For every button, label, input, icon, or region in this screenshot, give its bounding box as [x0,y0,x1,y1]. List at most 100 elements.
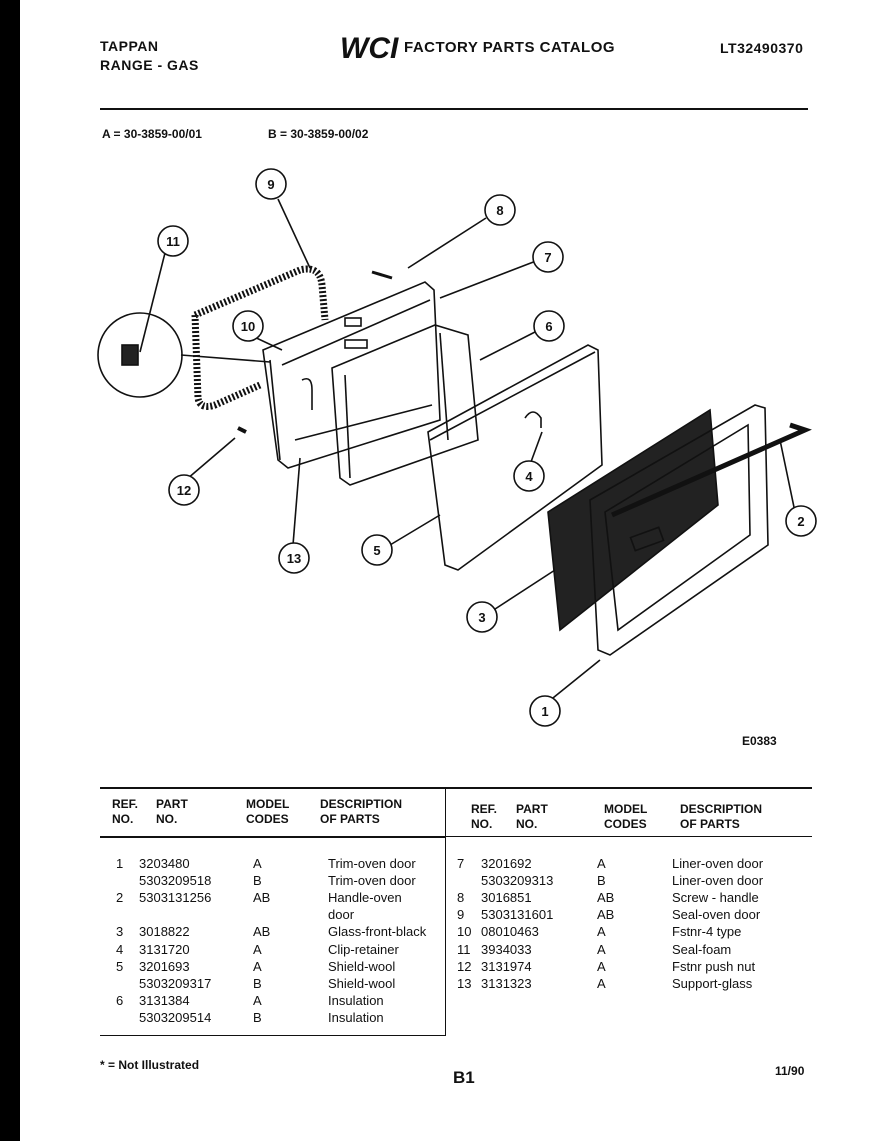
callout-11 [157,225,189,257]
callout-12-label: 12 [177,483,191,498]
wci-logo: WCI [338,30,402,65]
model-code-cell: A [253,941,262,957]
callout-12 [168,474,200,506]
callout-11-label: 11 [166,234,180,249]
header-ref: REF.NO. [112,797,139,826]
description-cell: Seal-foam [672,941,732,957]
ref-cell: 2 [116,890,124,906]
model-code-cell: A [253,992,262,1008]
description-cell: Fstnr-4 type [672,924,742,940]
model-code-cell: A [597,924,606,940]
description-cell: Screw - handle [672,890,759,906]
description-cell: Liner-oven door [672,873,764,889]
ref-cell: 5 [116,958,124,974]
ref-cell: 13 [457,975,472,991]
model-code-cell: B [597,873,606,889]
table-head-rule-right [445,836,812,837]
description-cell: Fstnr push nut [672,958,756,974]
callout-9-label: 9 [267,177,274,192]
part-number-cell: 5303209313 [481,873,554,889]
description-cell: Handle-oven [328,890,402,906]
description-cell: Clip-retainer [328,941,399,957]
model-code-cell: A [597,975,606,991]
callout-4-label: 4 [525,469,533,484]
description-cell: Trim-oven door [328,873,416,889]
diagram-code: E0383 [742,734,777,748]
part-number-cell: 5303209317 [139,975,212,991]
part-number-cell: 5303209514 [139,1009,212,1025]
description-cell: Insulation [328,1009,384,1025]
part-number-cell: 3201692 [481,856,532,871]
callout-4 [513,460,545,492]
part-number-cell: 3016851 [481,890,532,906]
callout-3-label: 3 [478,610,485,625]
ref-cell: 1 [116,856,124,871]
exploded-diagram: 1 2 3 4 5 6 7 8 9 10 11 12 13 [97,168,817,727]
model-code-cell: AB [597,890,615,906]
part-number-cell: 3131323 [481,975,532,991]
model-code-cell: AB [253,890,271,906]
callout-3 [466,601,498,633]
ref-cell: 4 [116,941,124,957]
model-code-cell: A [597,941,606,957]
ref-cell: 10 [457,924,472,940]
revision-date: 11/90 [775,1064,805,1078]
part-number-cell: 3131974 [481,958,532,974]
callout-1-label: 1 [541,704,548,719]
table-bottom-rule [100,1035,445,1036]
callout-2-label: 2 [797,514,804,529]
description-cell: door [328,907,355,923]
brand-name: TAPPAN [100,38,159,54]
callout-10 [232,310,264,342]
model-code-cell: A [253,958,262,974]
callout-7-label: 7 [544,250,551,265]
part-number-cell: 3203480 [139,856,190,871]
callout-10-label: 10 [241,319,255,334]
part-number-cell: 5303131256 [139,890,212,906]
model-b: B = 30-3859-00/02 [268,127,369,141]
model-code-cell: B [253,975,262,991]
wci-logo-text: WCI [340,32,399,64]
description-cell: Trim-oven door [328,856,416,871]
catalog-page: TAPPAN RANGE - GAS WCI FACTORY PARTS CAT… [20,0,896,1141]
model-code-cell: A [597,856,606,871]
table-head-rule-left [100,836,445,838]
callout-5-label: 5 [373,543,380,558]
product-type: RANGE - GAS [100,57,199,73]
model-code-cell: A [253,856,262,871]
page-number: B1 [453,1068,475,1087]
model-code-cell: AB [253,924,271,940]
callout-13-label: 13 [287,551,301,566]
description-cell: Shield-wool [328,958,396,974]
ref-cell: 8 [457,890,465,906]
model-code-cell: AB [597,907,615,923]
callout-5 [361,534,393,566]
callout-13 [278,542,310,574]
ref-cell: 11 [457,941,471,957]
part-number-cell: 3201693 [139,958,190,974]
description-cell: Seal-oven door [672,907,761,923]
catalog-title: FACTORY PARTS CATALOG [404,39,616,56]
not-illustrated-note: * = Not Illustrated [100,1058,200,1072]
ref-cell: 6 [116,992,124,1008]
description-cell: Shield-wool [328,975,396,991]
model-code-cell: B [253,873,262,889]
callout-8 [484,194,516,226]
header-rule [100,108,808,110]
callout-6-label: 6 [545,319,552,334]
part-number-cell: 08010463 [481,924,539,940]
callout-6 [533,310,565,342]
model-code-cell: B [253,1009,262,1025]
ref-cell: 7 [457,856,465,871]
description-cell: Liner-oven door [672,856,764,871]
description-cell: Insulation [328,992,384,1008]
catalog-number: LT32490370 [720,40,804,56]
callout-7 [532,241,564,273]
part-number-cell: 3934033 [481,941,532,957]
part-number-cell: 3131720 [139,941,190,957]
